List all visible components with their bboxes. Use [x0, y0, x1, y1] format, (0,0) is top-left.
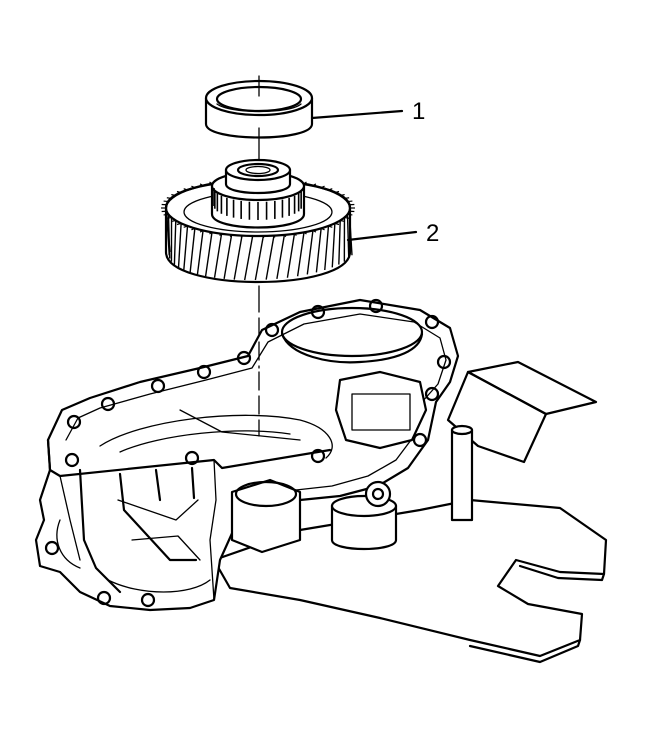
gear-tooth-face	[338, 220, 341, 265]
gear-tooth-face	[331, 223, 336, 268]
gear-tooth-face	[243, 235, 254, 281]
holding-fixture	[212, 360, 608, 664]
bearing-cup	[204, 79, 314, 139]
gear-tooth-face	[306, 230, 314, 275]
gear-tooth-face	[315, 228, 322, 273]
gear-tooth-face	[254, 235, 265, 281]
gear-tooth-face	[196, 230, 204, 275]
bolt-holes	[44, 298, 452, 608]
callout-1-number: 1	[412, 98, 425, 125]
gear-tooth-face	[177, 223, 182, 268]
gear-tooth-face	[233, 235, 243, 280]
callout-2: 2	[346, 220, 439, 247]
bearing-rollers	[213, 188, 302, 220]
callout-2-number: 2	[426, 220, 439, 247]
gear-tooth-face	[348, 211, 353, 256]
helical-gear	[161, 158, 355, 283]
transfer-case-housing	[34, 298, 460, 612]
gear-tooth-face	[173, 220, 177, 265]
gear-tooth-face	[286, 233, 296, 278]
gear-tooth-face	[265, 235, 275, 280]
callout-1: 1	[310, 98, 425, 125]
gear-tooth-face	[346, 214, 350, 259]
gear-tooth-face	[165, 207, 171, 253]
gear-tooth-face	[324, 225, 330, 271]
gear-tooth-face	[213, 233, 223, 278]
gear-tooth-face	[204, 232, 213, 277]
gear-tooth-face	[276, 234, 286, 279]
gear-tooth-face	[183, 225, 189, 271]
gear-tooth-face	[296, 232, 305, 277]
gear-tooth-face	[223, 234, 233, 279]
gear-tooth-face	[189, 228, 196, 273]
